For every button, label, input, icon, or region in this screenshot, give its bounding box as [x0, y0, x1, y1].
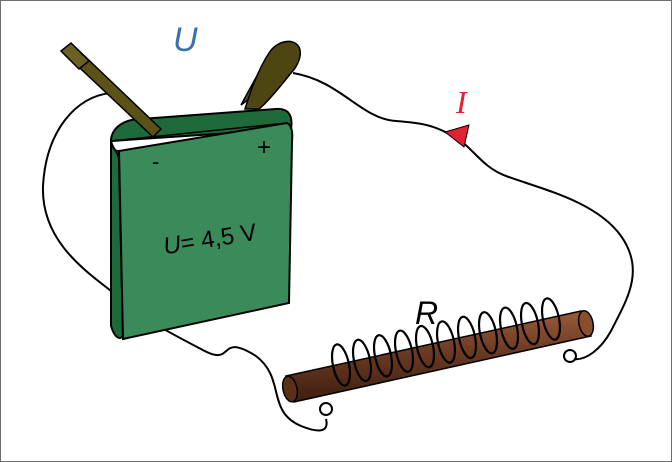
resistor-lead-left	[319, 402, 333, 416]
wire-minus-to-resistor	[41, 92, 328, 432]
battery-body	[117, 121, 294, 341]
battery-plus-label: +	[257, 134, 271, 161]
coil-turn	[393, 329, 415, 373]
coil-turn	[519, 301, 541, 346]
wire-plus-to-resistor	[292, 72, 634, 361]
current-arrow-icon	[443, 124, 470, 148]
resistor-label: R	[415, 295, 438, 331]
battery-minus-label: -	[152, 149, 159, 174]
battery-front-highlight	[110, 122, 288, 152]
coil-turn	[456, 315, 478, 360]
coil-turn	[351, 338, 373, 383]
coil-turn	[540, 297, 562, 341]
coil-turn	[435, 320, 457, 364]
plus-terminal	[240, 40, 302, 110]
coil-turn	[330, 343, 352, 387]
coil-turn	[414, 324, 436, 369]
coil-turn	[477, 311, 499, 355]
battery-voltage-symbol: U	[162, 231, 184, 260]
resistor-coil	[330, 297, 562, 387]
coil-turn	[498, 306, 520, 350]
coil-turn	[372, 334, 394, 378]
minus-terminal	[59, 41, 163, 139]
resistor-lead-right	[563, 349, 577, 363]
current-label: I	[455, 84, 468, 120]
voltage-label: U	[173, 21, 198, 59]
